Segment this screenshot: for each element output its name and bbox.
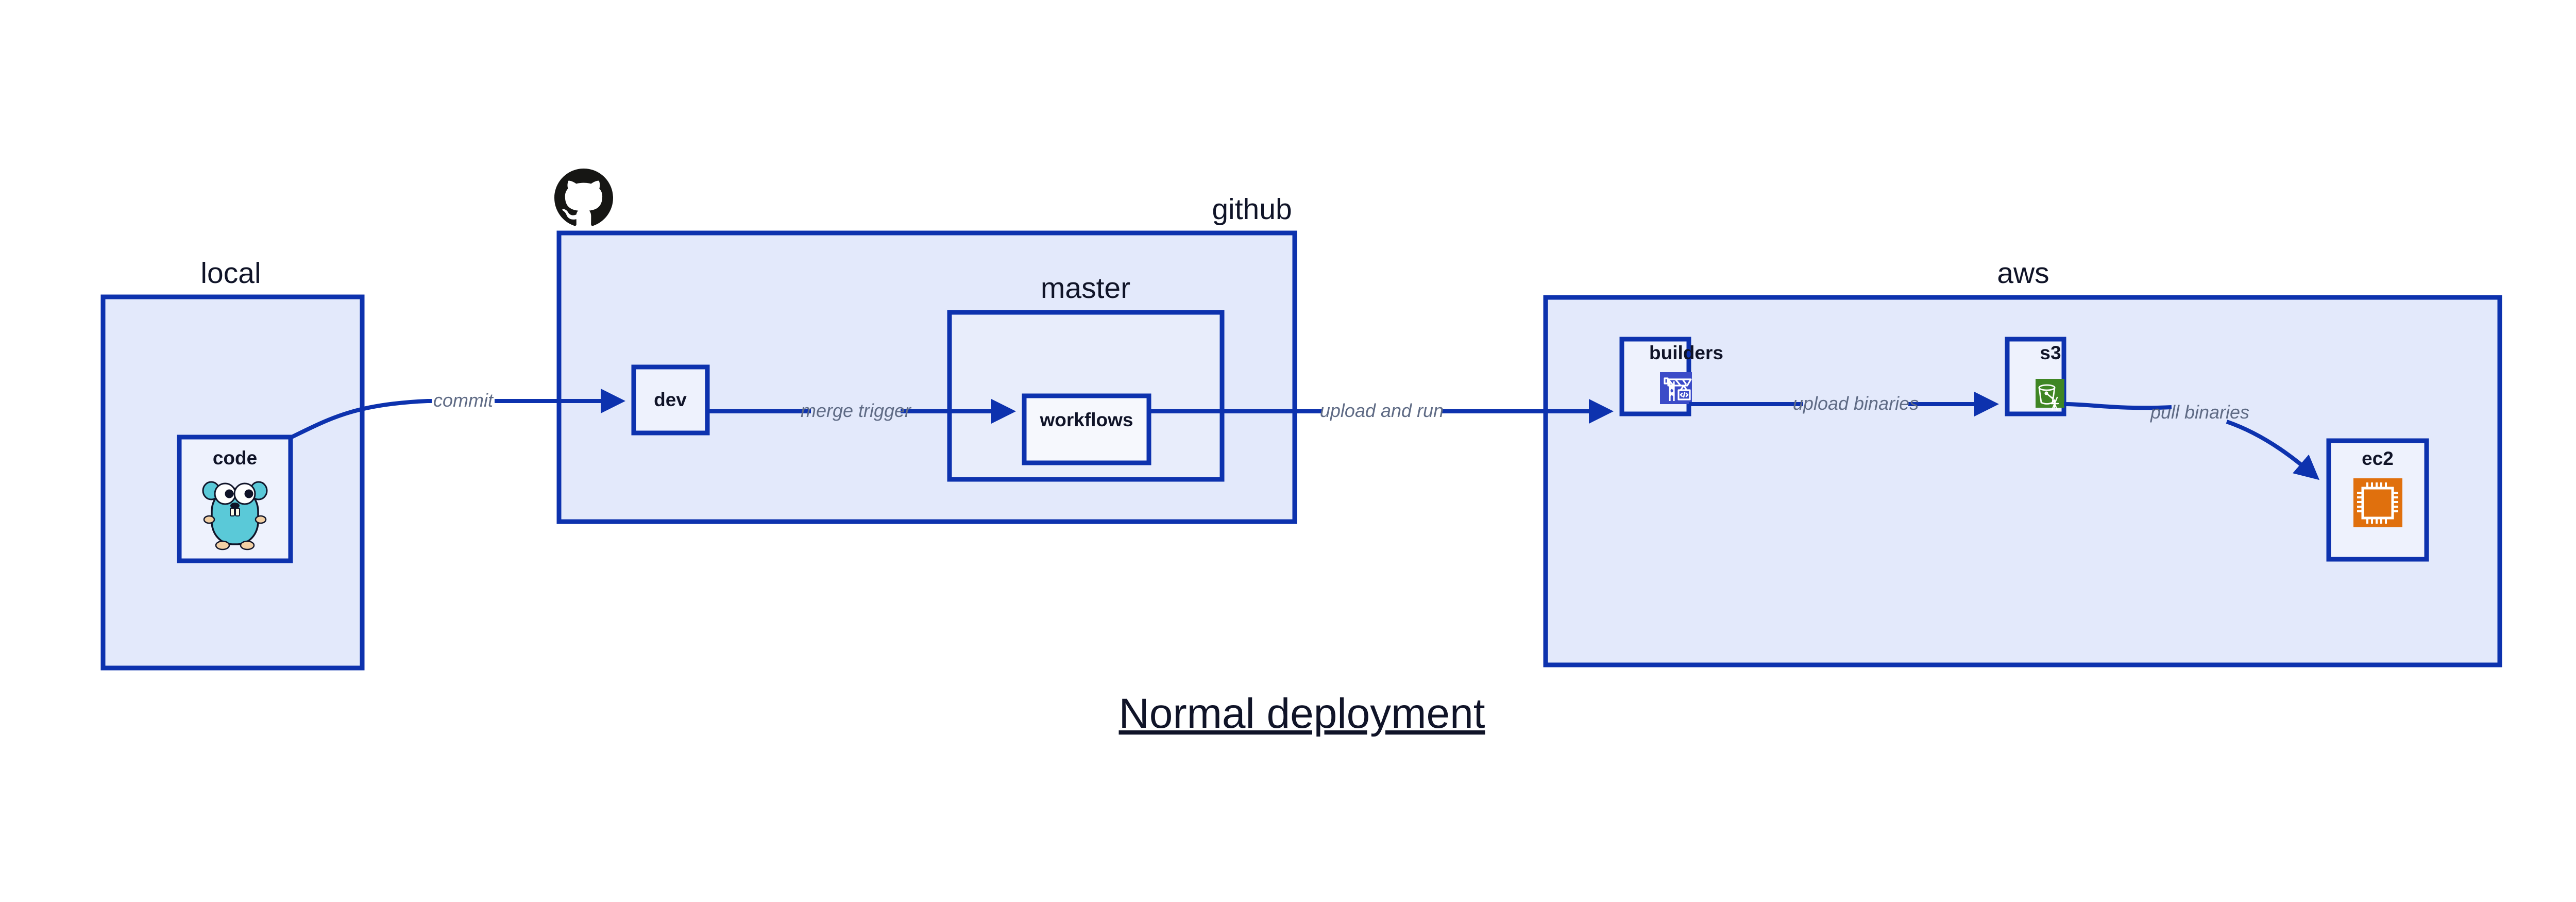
- edge-code-dev-label: commit: [433, 390, 494, 411]
- edge-code-dev: commit: [291, 389, 625, 439]
- crane-code-icon: [1660, 372, 1692, 404]
- node-workflows-box[interactable]: [1022, 393, 1151, 465]
- node-code-label: code: [213, 447, 257, 469]
- edge-dev-workflows: merge trigger: [707, 399, 1016, 424]
- node-ec2-label: ec2: [2362, 448, 2394, 469]
- node-code[interactable]: code: [177, 435, 293, 563]
- cluster-local-label: local: [200, 257, 261, 290]
- node-dev-box[interactable]: [631, 364, 710, 436]
- node-dev-label: dev: [654, 389, 687, 410]
- cluster-master-label: master: [1041, 272, 1130, 305]
- cluster-aws-label: aws: [1997, 257, 2049, 290]
- edge-s3-ec2: pull binaries: [2063, 402, 2320, 480]
- edge-s3-ec2-curve-b: [2226, 420, 2320, 480]
- edge-s3-ec2-label: pull binaries: [2150, 402, 2249, 423]
- s3-bucket-glacier-icon: [2036, 379, 2064, 411]
- node-builders-label: builders: [1649, 342, 1723, 363]
- edge-workflows-builders: upload and run: [1149, 399, 1614, 424]
- edge-dev-workflows-label: merge trigger: [801, 400, 912, 421]
- page-title: Normal deployment: [1119, 690, 1485, 737]
- node-workflows-label: workflows: [1040, 409, 1133, 430]
- github-octocat-icon: [554, 169, 613, 226]
- node-dev[interactable]: dev: [631, 364, 710, 436]
- edge-s3-ec2-curve-a: [2063, 402, 2172, 410]
- edge-workflows-builders-label: upload and run: [1320, 400, 1444, 421]
- node-s3-label: s3: [2040, 342, 2061, 363]
- cpu-chip-icon: [2353, 478, 2402, 527]
- cluster-github-label: github: [1212, 193, 1292, 226]
- edge-builders-s3: upload binaries: [1689, 392, 1999, 416]
- node-s3[interactable]: s3: [2005, 337, 2066, 416]
- go-gopher-icon: [202, 481, 268, 550]
- edge-code-dev-curve: [291, 399, 432, 439]
- node-builders[interactable]: builders: [1619, 337, 1723, 416]
- node-ec2[interactable]: ec2: [2326, 438, 2429, 562]
- node-workflows[interactable]: workflows: [1022, 393, 1151, 465]
- edge-builders-s3-label: upload binaries: [1793, 393, 1919, 414]
